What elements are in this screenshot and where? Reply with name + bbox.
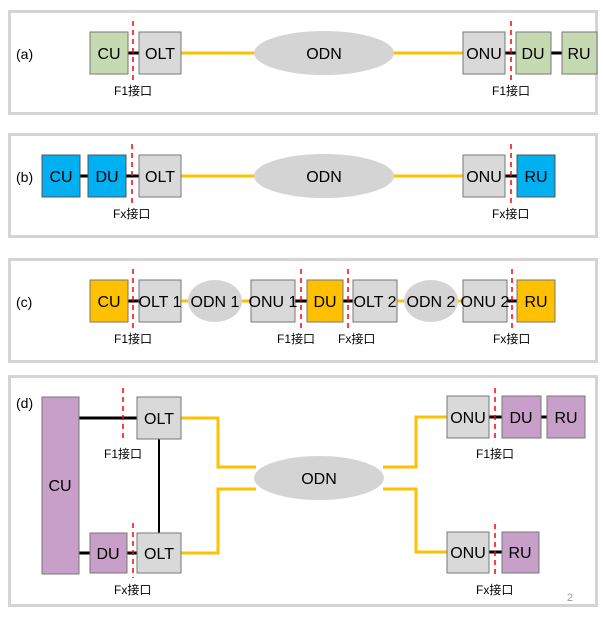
ru-bottom-label: RU: [508, 545, 531, 562]
du-label: DU: [521, 46, 544, 63]
onu-bottom-label: ONU: [450, 545, 486, 562]
ru-box: [516, 279, 556, 323]
interface-label-3: Fx接口: [338, 331, 375, 346]
du-right-box: [501, 395, 542, 439]
onu-bottom-box: [446, 531, 490, 574]
olt-box: [138, 31, 182, 75]
ru-box: [561, 31, 598, 75]
onu1-box: [250, 279, 296, 323]
ru-label: RU: [524, 294, 547, 311]
ru-top-box: [546, 395, 586, 439]
odn-ellipse: [254, 456, 384, 500]
ru-top-label: RU: [554, 410, 577, 427]
olt-label: OLT: [145, 169, 175, 186]
du-right-label: DU: [509, 410, 532, 427]
panel-b: (b) CU DU OLT ODN ONU RU Fx接口 Fx接口: [8, 133, 598, 238]
panel-a-label: (a): [16, 46, 33, 62]
odn1-ellipse: [188, 280, 242, 322]
olt-top-box: [136, 396, 182, 440]
interface-label-2: F1接口: [277, 331, 315, 346]
du-box: [89, 532, 128, 574]
olt-label: OLT: [145, 46, 175, 63]
olt2-label: OLT 2: [354, 294, 397, 311]
olt1-label: OLT 1: [139, 294, 182, 311]
panel-b-diagram: (b) CU DU OLT ODN ONU RU Fx接口 Fx接口: [16, 144, 556, 221]
panel-a: (a) CU OLT ODN ONU DU RU F1接口 F1接口: [8, 10, 598, 115]
onu-top-label: ONU: [450, 410, 486, 427]
panel-c-label: (c): [16, 294, 32, 310]
cu-label: CU: [49, 169, 72, 186]
page-number: 2: [566, 592, 573, 604]
onu1-label: ONU 1: [249, 294, 298, 311]
panel-a-diagram: (a) CU OLT ODN ONU DU RU F1接口 F1接口: [16, 21, 598, 98]
interface-label-1: F1接口: [114, 331, 152, 346]
cu-box: [89, 31, 129, 75]
fiber-olt-bottom-odn: [181, 487, 256, 555]
cu-label: CU: [97, 294, 120, 311]
olt-bottom-box: [136, 532, 182, 574]
olt-top-label: OLT: [144, 411, 174, 428]
panel-c-diagram: (c) CU OLT 1 ODN 1 ONU 1 DU OLT 2 ODN 2 …: [16, 269, 556, 346]
cu-box: [41, 154, 81, 198]
panel-d-label: (d): [16, 395, 33, 411]
fiber-olt-top-odn: [181, 416, 256, 469]
interface-label-left: F1接口: [114, 83, 152, 98]
du-label: DU: [95, 169, 118, 186]
panel-d-diagram: (d) CU OLT DU OLT ODN ONU DU RU ONU RU: [16, 388, 586, 597]
olt-box: [138, 154, 182, 198]
interface-label-left-bottom: Fx接口: [114, 582, 151, 597]
panel-d: (d) CU OLT DU OLT ODN ONU DU RU ONU RU: [8, 375, 598, 607]
odn-ellipse: [254, 31, 394, 75]
olt2-box: [352, 279, 398, 323]
interface-label-left: Fx接口: [113, 206, 150, 221]
cu-box: [89, 279, 129, 323]
cu-label: CU: [48, 478, 71, 495]
ru-label: RU: [524, 169, 547, 186]
odn2-ellipse: [404, 280, 458, 322]
panel-b-label: (b): [16, 169, 33, 185]
odn-label: ODN: [306, 46, 342, 63]
ru-label: RU: [567, 46, 590, 63]
du-label: DU: [313, 294, 336, 311]
onu2-box: [462, 279, 508, 323]
fiber-odn-onu-top: [383, 415, 447, 469]
interface-label-4: Fx接口: [493, 331, 530, 346]
interface-label-right: Fx接口: [492, 206, 529, 221]
interface-label-right-bottom: Fx接口: [476, 582, 513, 597]
odn-label: ODN: [306, 169, 342, 186]
cu-label: CU: [97, 46, 120, 63]
du-box: [515, 31, 552, 75]
onu-box: [462, 31, 506, 75]
onu-label: ONU: [466, 46, 502, 63]
olt1-box: [138, 279, 182, 323]
odn1-label: ODN 1: [191, 294, 240, 311]
onu2-label: ONU 2: [461, 294, 510, 311]
interface-label-right-top: F1接口: [476, 446, 514, 461]
interface-label-left-top: F1接口: [104, 446, 142, 461]
fiber-odn-onu-bottom: [383, 487, 447, 554]
onu-label: ONU: [466, 169, 502, 186]
ru-bottom-box: [501, 531, 540, 574]
cu-box: [41, 396, 80, 575]
odn-label: ODN: [301, 471, 337, 488]
du-label: DU: [96, 546, 119, 563]
ru-box: [516, 154, 556, 198]
interface-label-right: F1接口: [492, 83, 530, 98]
onu-top-box: [446, 395, 490, 439]
panel-c: (c) CU OLT 1 ODN 1 ONU 1 DU OLT 2 ODN 2 …: [8, 258, 598, 363]
olt-bottom-label: OLT: [144, 546, 174, 563]
du-box: [87, 154, 127, 198]
odn2-label: ODN 2: [407, 294, 456, 311]
du-box: [306, 279, 344, 323]
onu-box: [462, 154, 506, 198]
odn-ellipse: [254, 154, 394, 198]
